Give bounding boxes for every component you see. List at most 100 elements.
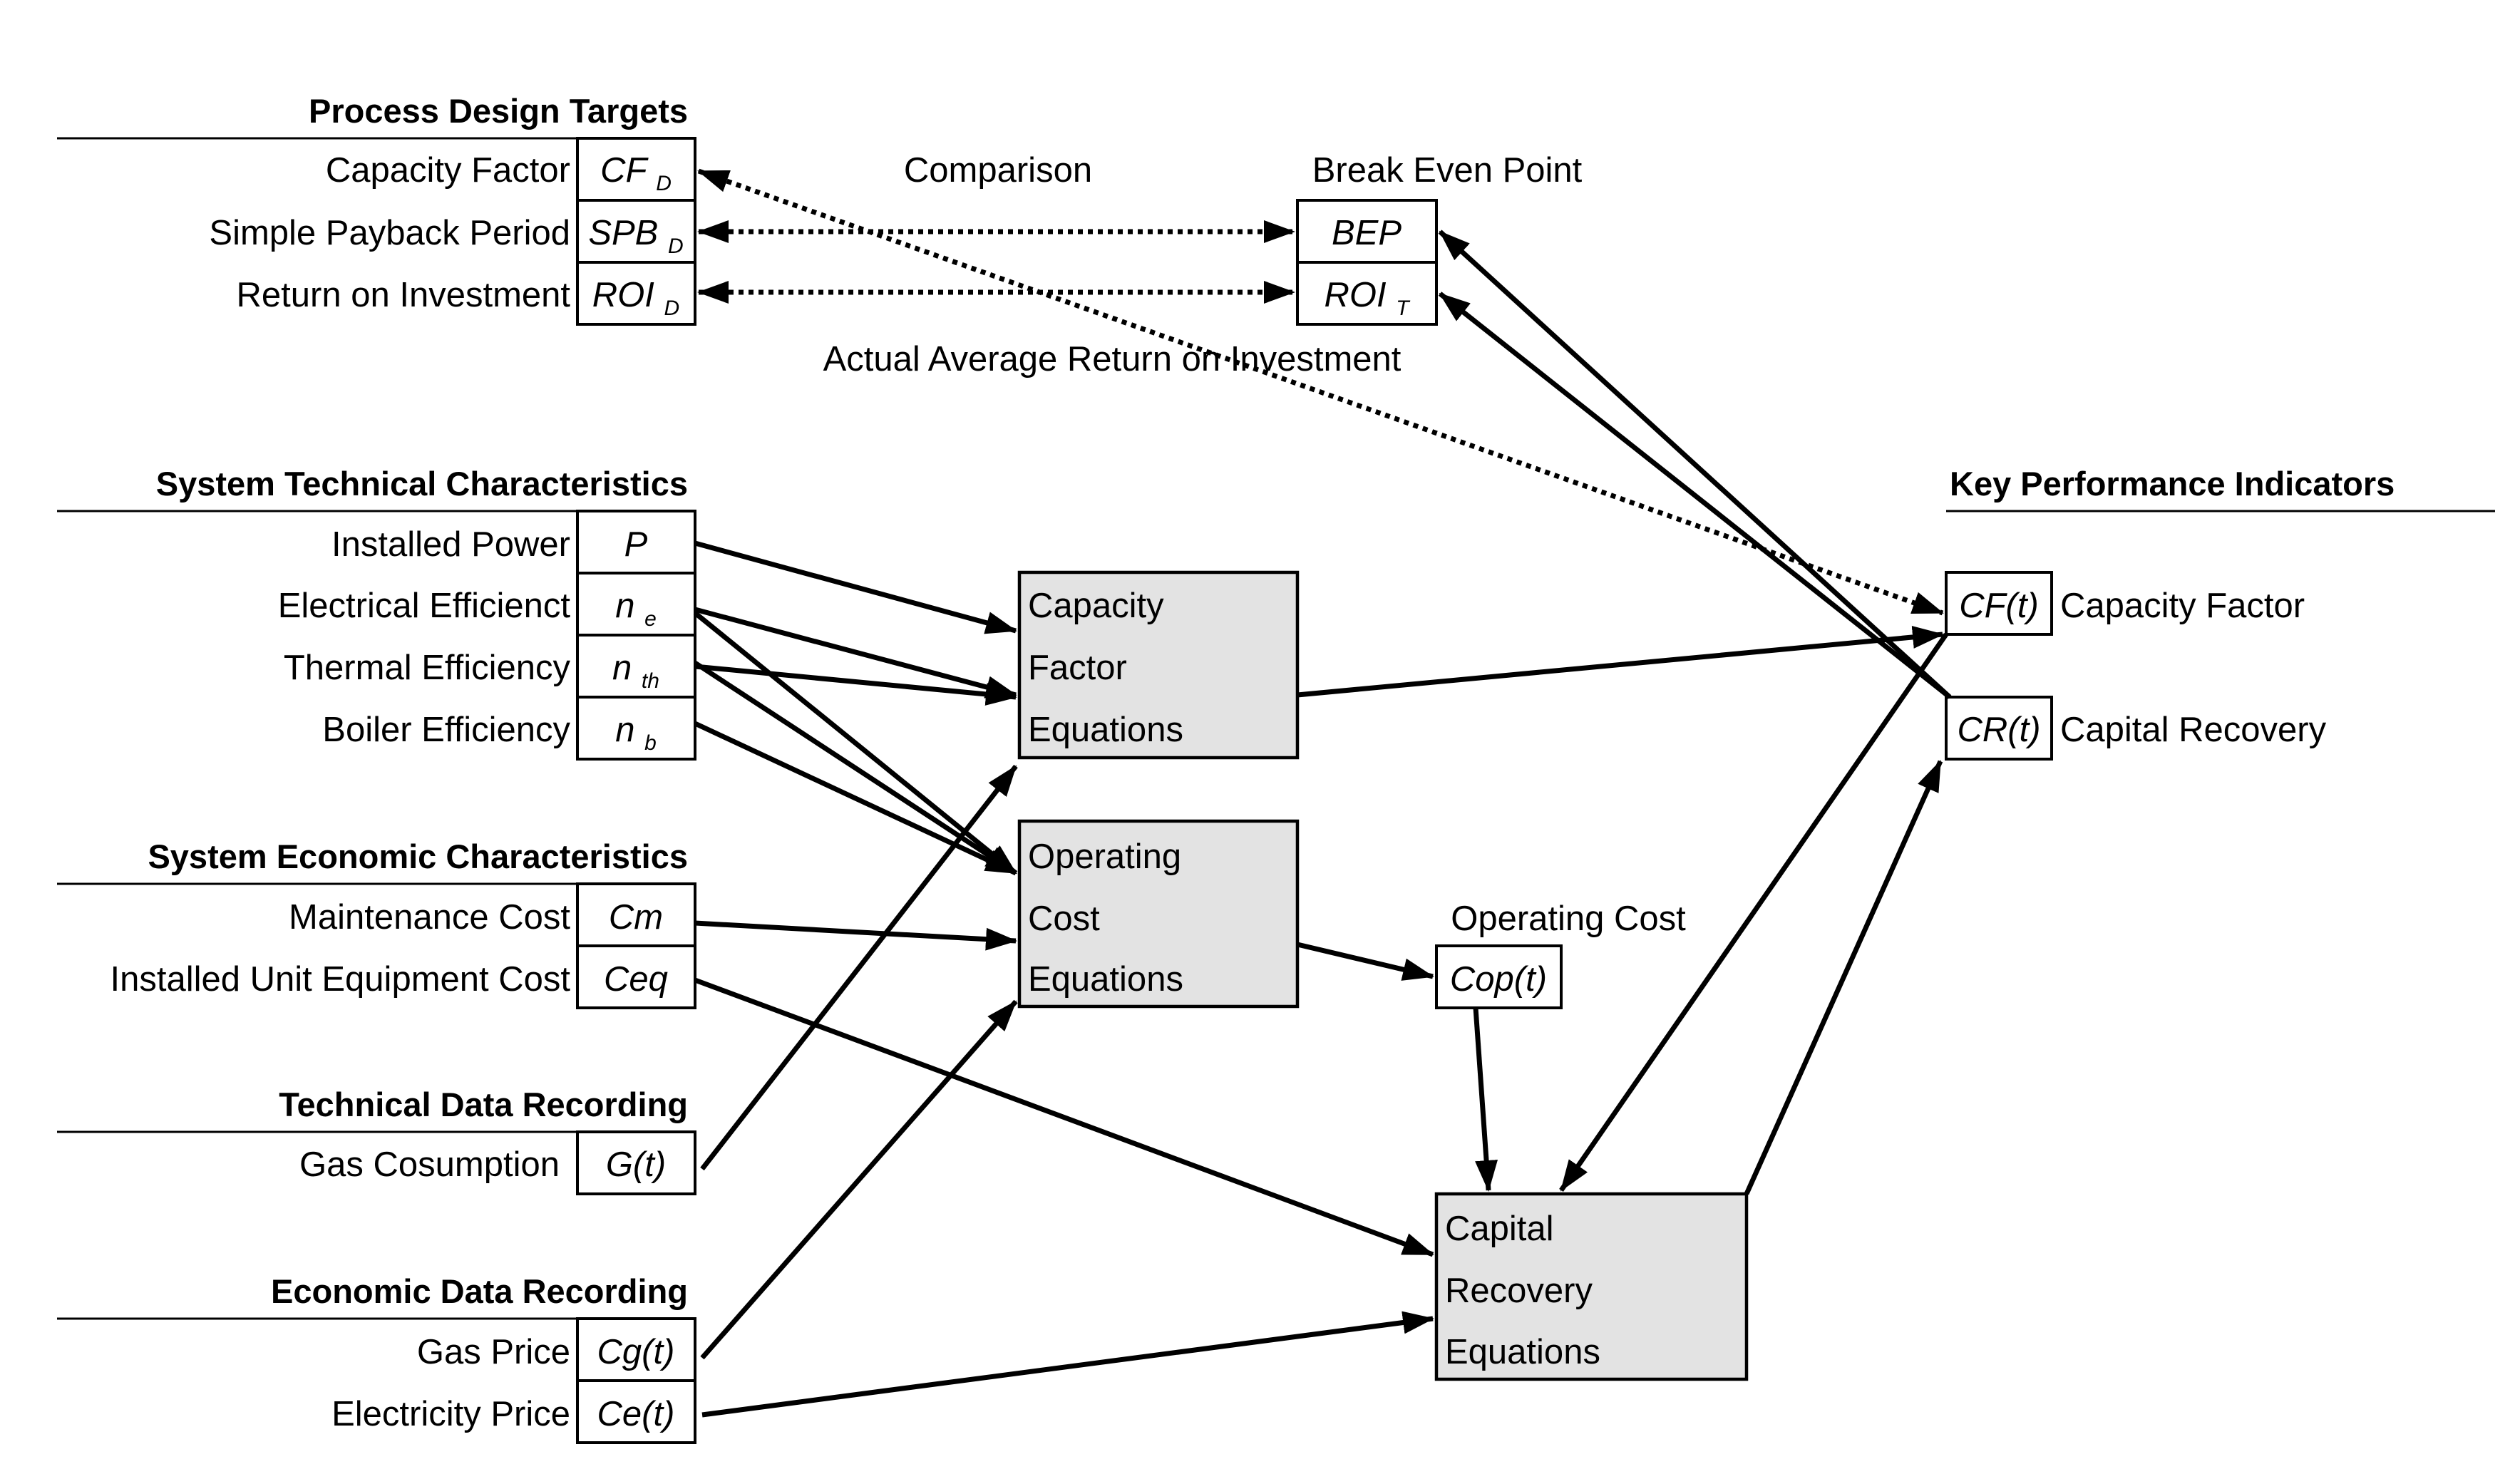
design-row-simple-payback-period: Simple Payback Period SPB D <box>209 199 696 264</box>
ne-to-opcost-arrow <box>693 611 1018 875</box>
cf-kpi-to-cr-eq-arrow <box>1559 633 1948 1192</box>
section-title: Technical Data Recording <box>279 1086 688 1123</box>
variable-box <box>576 944 696 1009</box>
variable-box <box>576 199 696 264</box>
variable-symbol: ROI D <box>592 276 679 320</box>
variable-box <box>576 1130 696 1195</box>
comparison-label: Comparison <box>904 151 1092 190</box>
row-label: Electrical Efficienct <box>278 587 571 625</box>
econ-row-equipment-cost: Installed Unit Equipment Cost Ceq <box>110 944 696 1009</box>
variable-box <box>576 696 696 761</box>
cr-eq-to-kpi-arrow <box>1744 760 1943 1195</box>
equation-line: Equations <box>1445 1333 1600 1371</box>
variable-symbol: SPB D <box>588 214 683 258</box>
cop-symbol: Cop(t) <box>1450 960 1547 999</box>
comparison-arrows <box>697 168 1944 616</box>
variable-symbol: Ceq <box>604 960 668 999</box>
equation-box-bg <box>1434 1192 1749 1381</box>
row-label: Maintenance Cost <box>289 898 570 937</box>
design-row-capacity-factor: Capacity Factor CF D <box>326 137 696 202</box>
operating-cost-equations-box: Operating Cost Equations <box>1017 819 1300 1009</box>
technical-characteristics-section: System Technical Characteristics Install… <box>57 465 696 761</box>
kpi-box <box>1945 696 2053 761</box>
equation-line: Operating <box>1028 838 1181 876</box>
kpi-label: Capital Recovery <box>2060 711 2327 749</box>
row-label: Installed Unit Equipment Cost <box>110 960 571 999</box>
opcost-eq-to-cop-arrow <box>1297 942 1434 981</box>
capacity-factor-equations-box: Capacity Factor Equations <box>1017 570 1300 760</box>
process-design-targets-section: Process Design Targets Capacity Factor C… <box>57 92 696 326</box>
ceq-to-cr-eq-arrow <box>694 977 1434 1257</box>
row-label: Gas Price <box>417 1333 570 1371</box>
variable-box <box>576 1317 696 1382</box>
variable-symbol: G(t) <box>606 1145 666 1184</box>
equation-box-bg <box>1017 819 1300 1009</box>
variable-box <box>576 1379 696 1444</box>
variable-symbol: P <box>624 525 648 564</box>
row-label: Boiler Efficiency <box>322 711 570 749</box>
variable-box <box>576 882 696 947</box>
equation-line: Factor <box>1028 649 1127 687</box>
section-title: Economic Data Recording <box>271 1272 688 1310</box>
rec-row-gas-consumption: Gas Cosumption G(t) <box>299 1130 696 1195</box>
rec-row-electricity-price: Electricity Price Ce(t) <box>331 1379 696 1444</box>
variable-symbol: CF D <box>600 151 672 195</box>
kpi-symbol: CF(t) <box>1959 587 2039 625</box>
tech-row-thermal-efficiency: Thermal Efficiency n th <box>284 634 696 699</box>
equation-line: Equations <box>1028 960 1183 999</box>
break-even-label: Break Even Point <box>1312 151 1583 190</box>
tech-row-electrical-efficiency: Electrical Efficienct n e <box>278 572 696 637</box>
kpi-capacity-factor: CF(t) Capacity Factor <box>1945 571 2305 636</box>
section-title: System Technical Characteristics <box>156 465 688 503</box>
bep-symbol: BEP <box>1332 214 1402 252</box>
row-label: Gas Cosumption <box>299 1145 560 1184</box>
row-label: Simple Payback Period <box>209 214 570 252</box>
variable-box <box>576 261 696 326</box>
variable-symbol: Cm <box>609 898 663 937</box>
variable-symbol: Cg(t) <box>597 1333 675 1371</box>
kpi-symbol: CR(t) <box>1957 711 2040 749</box>
nth-to-opcost-arrow <box>694 661 1017 875</box>
gas-price-to-opcost-arrow <box>700 999 1018 1360</box>
variable-symbol: n e <box>615 587 657 631</box>
ne-to-cf-arrow <box>694 607 1017 699</box>
econ-row-maintenance-cost: Maintenance Cost Cm <box>289 882 696 947</box>
equation-line: Capital <box>1445 1210 1554 1248</box>
technical-recording-section: Technical Data Recording Gas Cosumption … <box>57 1086 696 1195</box>
section-title: System Economic Characteristics <box>148 838 688 875</box>
cf-comparison-arrow <box>697 168 1944 616</box>
operating-cost-label: Operating Cost <box>1451 900 1686 938</box>
economic-characteristics-section: System Economic Characteristics Maintena… <box>57 838 696 1009</box>
nth-to-cf-arrow <box>694 664 1017 706</box>
design-row-return-on-investment: Return on Investment ROI D <box>237 261 696 326</box>
cm-to-opcost-arrow <box>694 920 1017 951</box>
actual-roi-label: Actual Average Return on Investment <box>823 340 1402 378</box>
equation-line: Cost <box>1028 900 1100 938</box>
electricity-price-to-cr-eq-arrow <box>701 1311 1434 1418</box>
kpi-box <box>1945 571 2053 636</box>
nb-to-opcost-arrow <box>694 721 1017 876</box>
cr-to-bep-arrow <box>1438 230 1952 699</box>
kpi-title: Key Performance Indicators <box>1950 465 2395 503</box>
cr-to-roi-arrow <box>1438 292 1952 699</box>
flow-arrows <box>693 230 1952 1418</box>
cf-eq-to-kpi-arrow <box>1297 625 1944 698</box>
row-label: Return on Investment <box>237 276 571 314</box>
row-label: Installed Power <box>331 525 570 564</box>
cop-box <box>1435 944 1563 1009</box>
capital-recovery-equations-box: Capital Recovery Equations <box>1434 1192 1749 1381</box>
variable-box <box>576 572 696 637</box>
variable-symbol: n b <box>615 711 657 755</box>
row-label: Electricity Price <box>331 1395 570 1433</box>
section-title: Process Design Targets <box>309 92 688 130</box>
kpi-section: Key Performance Indicators CF(t) Capacit… <box>1945 465 2495 761</box>
tech-row-installed-power: Installed Power P <box>331 510 696 574</box>
variable-symbol: Ce(t) <box>597 1395 675 1433</box>
equation-line: Recovery <box>1445 1272 1593 1310</box>
power-to-cf-arrow <box>694 540 1017 634</box>
operating-cost-output: Operating Cost Cop(t) <box>1435 900 1686 1009</box>
row-label: Thermal Efficiency <box>284 649 571 687</box>
variable-symbol: n th <box>612 649 659 693</box>
cop-to-cr-eq-arrow <box>1473 1007 1498 1192</box>
